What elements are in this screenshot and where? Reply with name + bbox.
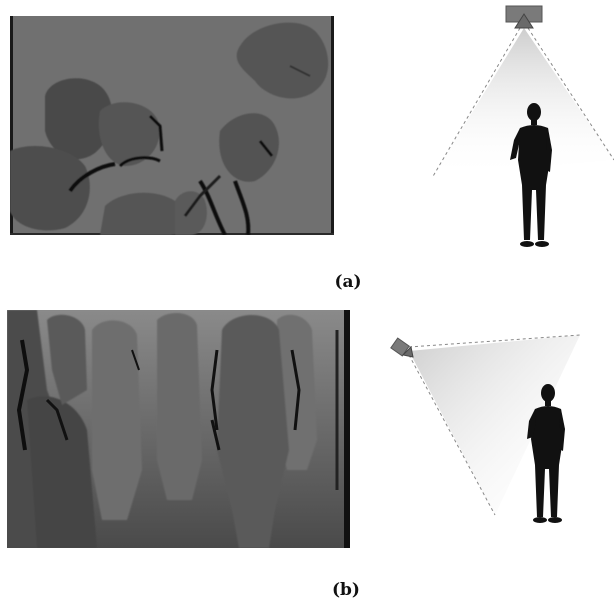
caption-b: (b): [332, 580, 360, 600]
camera-scene-top-down: [420, 0, 614, 260]
panel-b: (b): [0, 300, 614, 606]
person-silhouette-icon: [510, 103, 552, 247]
camera-icon: [390, 337, 414, 358]
panel-a: (a): [0, 0, 614, 300]
caption-a: (a): [334, 272, 362, 292]
camera-icon: [505, 5, 543, 29]
camera-scene-angled: [385, 325, 614, 540]
depth-image-top-down: [10, 16, 334, 235]
person-silhouette-icon: [527, 384, 565, 523]
depth-image-angled: [7, 310, 350, 548]
